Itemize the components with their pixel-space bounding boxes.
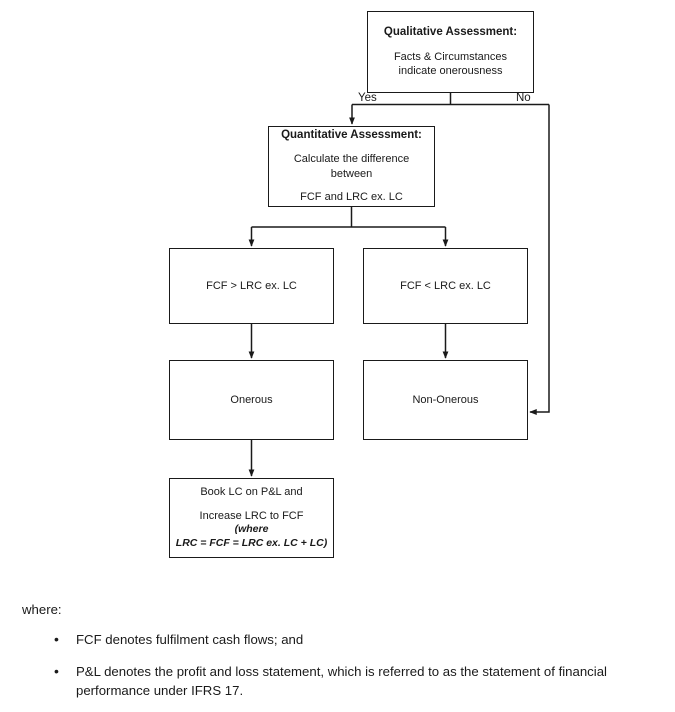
node-fcf-less-than-lrc: FCF < LRC ex. LC [363, 248, 528, 324]
node-onerous-label: Onerous [230, 393, 273, 406]
node-quantitative-line-2: between [330, 167, 373, 180]
node-non-onerous-label: Non-Onerous [412, 393, 479, 406]
node-fcf-greater-label: FCF > LRC ex. LC [206, 279, 297, 292]
branch-label-no: No [516, 92, 531, 104]
node-qualitative-title: Qualitative Assessment: [383, 26, 518, 39]
node-quantitative-line-1: Calculate the difference [293, 153, 410, 166]
footnotes-section: where: • FCF denotes fulfilment cash flo… [22, 600, 662, 701]
node-non-onerous: Non-Onerous [363, 360, 528, 440]
footnotes-lead: where: [22, 602, 62, 617]
node-fcf-greater-than-lrc: FCF > LRC ex. LC [169, 248, 334, 324]
list-item: • P&L denotes the profit and loss statem… [22, 662, 662, 702]
branch-label-yes: Yes [358, 92, 377, 104]
connector-no-to-non-onerous [529, 104, 550, 415]
node-onerous: Onerous [169, 360, 334, 440]
list-item: • FCF denotes fulfilment cash flows; and [22, 630, 662, 650]
flowchart: Qualitative Assessment: Facts & Circumst… [169, 11, 550, 558]
node-book-lc-line-2: Increase LRC to FCF [199, 509, 304, 522]
node-fcf-less-label: FCF < LRC ex. LC [400, 279, 491, 292]
footnote-text: FCF denotes fulfilment cash flows; and [76, 631, 304, 647]
bullet-icon: • [54, 630, 59, 647]
node-quantitative-assessment: Quantitative Assessment: Calculate the d… [268, 126, 435, 207]
node-qualitative-line-2: indicate onerousness [398, 65, 503, 78]
footnote-text: P&L denotes the profit and loss statemen… [76, 663, 607, 699]
node-book-lc-line-4: LRC = FCF = LRC ex. LC + LC) [175, 537, 328, 550]
node-book-lc-on-pl: Book LC on P&L and Increase LRC to FCF (… [169, 478, 334, 558]
node-qualitative-assessment: Qualitative Assessment: Facts & Circumst… [367, 11, 534, 93]
node-qualitative-line-1: Facts & Circumstances [393, 50, 508, 63]
node-quantitative-line-3: FCF and LRC ex. LC [300, 191, 403, 204]
footnotes-list: • FCF denotes fulfilment cash flows; and… [22, 630, 662, 701]
node-book-lc-line-3: (where [234, 523, 269, 536]
node-quantitative-title: Quantitative Assessment: [281, 129, 422, 142]
flowchart-connectors [248, 93, 550, 477]
bullet-icon: • [54, 662, 59, 679]
node-book-lc-line-1: Book LC on P&L and [200, 486, 303, 499]
